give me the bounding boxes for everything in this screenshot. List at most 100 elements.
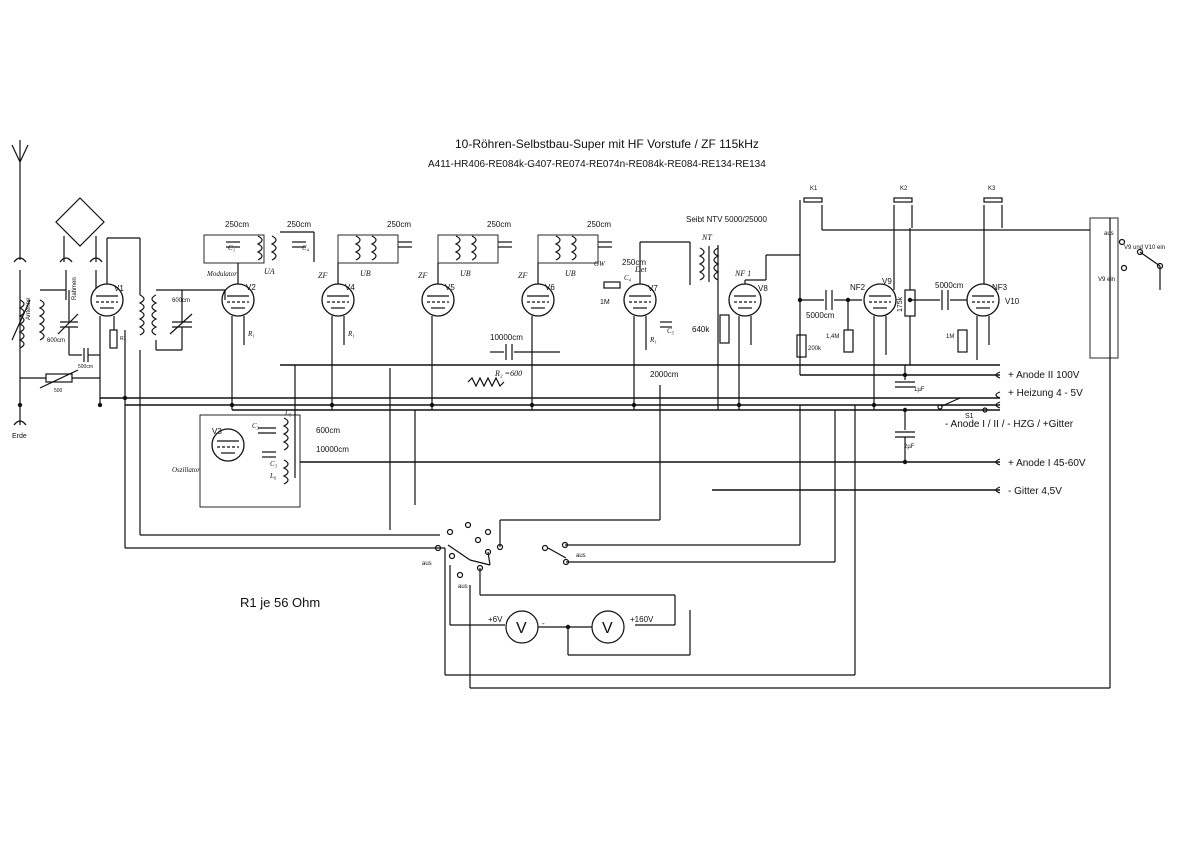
cap-label: 600cm	[316, 426, 340, 435]
frame-label: Rahmen	[72, 277, 78, 300]
cap-label: 1µF	[914, 387, 925, 393]
res-label: 200k	[808, 346, 822, 352]
tube-v2: V2	[221, 283, 256, 317]
svg-text:L₆: L₆	[269, 472, 277, 480]
tube-v6: V6	[521, 283, 555, 317]
svg-text:R1: R1	[120, 336, 127, 342]
svg-text:C₃: C₃	[270, 460, 278, 468]
stage-label: Oszillator	[172, 466, 200, 474]
res-label: 175k	[897, 296, 904, 312]
cap-label: 250cm	[622, 258, 646, 267]
tube-v1: V1	[90, 283, 124, 317]
cap-label: 250cm	[587, 220, 611, 229]
terminal-grid: - Gitter 4,5V	[1008, 486, 1062, 497]
cap-label: 600cm	[172, 298, 190, 304]
cap-label: 250cm	[287, 220, 311, 229]
cap-label: 5000cm	[806, 311, 835, 320]
res-label: 1M	[946, 334, 954, 340]
tube-v3: V3	[211, 427, 245, 462]
meter-symbol: V	[516, 620, 527, 637]
switch-label: aus	[458, 584, 468, 590]
schematic-title: 10-Röhren-Selbstbau-Super mit HF Vorstuf…	[455, 137, 759, 151]
tube-v4: V4	[321, 283, 355, 317]
cap-label: 2µF	[904, 444, 915, 450]
tube-label: V2	[246, 283, 256, 292]
earth-label: Erde	[12, 433, 27, 440]
switch-s1-label: S1	[965, 413, 974, 420]
tube-label: V4	[345, 283, 355, 292]
stage-label: Modulator	[206, 270, 237, 278]
res-label: 500	[54, 388, 63, 394]
switch-label: V9 und V10 ein	[1124, 245, 1165, 251]
meter-label: +160V	[630, 615, 654, 624]
terminal-label: K1	[810, 186, 818, 192]
terminal-label: K3	[988, 186, 996, 192]
grid-leak-label: GW	[594, 260, 606, 268]
cap-label: C₅	[667, 327, 675, 335]
tube-label: V3	[212, 427, 222, 436]
svg-text:C₄: C₄	[302, 244, 310, 252]
switch-label: aus	[422, 561, 432, 567]
terminal-minus: - Anode I / II / - HZG / +Gitter	[945, 419, 1074, 430]
terminal-anode2: + Anode II 100V	[1008, 370, 1080, 381]
tube-label: V8	[758, 284, 768, 293]
res-label: R₁	[649, 336, 657, 344]
transformer-id: NT	[701, 233, 712, 242]
svg-text:C₂: C₂	[252, 422, 260, 430]
tube-label: V5	[445, 283, 455, 292]
coil-label: UB	[360, 269, 371, 278]
tube-v7: V7	[623, 283, 658, 317]
res-label: 1,4M	[826, 334, 839, 340]
coil-label: UB	[565, 269, 576, 278]
stage-label: NF 1	[734, 269, 751, 278]
cap-label: C₄	[624, 274, 632, 282]
tube-lineup: A411-HR406-RE084k-G407-RE074-RE074n-RE08…	[428, 159, 766, 170]
svg-text:C₁: C₁	[228, 244, 235, 252]
stage-label: ZF	[518, 271, 527, 280]
tube-label: V9	[882, 277, 892, 286]
voltmeter-160v: V	[591, 610, 625, 644]
coil-label: UA	[264, 267, 275, 276]
resistor-note: R1 je 56 Ohm	[240, 595, 320, 610]
tube-v10: V10	[966, 283, 1020, 317]
cap-label: 500cm	[78, 364, 93, 370]
meter-label: -	[542, 619, 545, 628]
coil-label: UB	[460, 269, 471, 278]
cap-label: 2000cm	[650, 370, 679, 379]
tube-v5: V5	[421, 283, 455, 317]
cap-label: 5000cm	[935, 281, 964, 290]
tube-label: V7	[648, 284, 658, 293]
antenna-symbol	[11, 140, 29, 260]
tube-v9: V9	[863, 277, 897, 317]
stage-label: ZF	[318, 271, 327, 280]
res-label: R₂ =600	[494, 369, 522, 378]
tube-label: V6	[545, 283, 555, 292]
cap-label: 250cm	[487, 220, 511, 229]
cap-label: 600cm	[47, 338, 65, 344]
cap-label: 250cm	[387, 220, 411, 229]
tube-label: V10	[1005, 297, 1020, 306]
res-label: R₁	[247, 330, 255, 338]
meter-label: +6V	[488, 615, 503, 624]
stage-label: ZF	[418, 271, 427, 280]
switch-label: aus	[576, 553, 586, 559]
terminal-anode1: + Anode I 45-60V	[1008, 458, 1086, 469]
svg-text:L₅: L₅	[284, 409, 292, 417]
meter-symbol: V	[602, 620, 613, 637]
stage-label: NF3	[992, 283, 1008, 292]
stage-label: Det	[634, 265, 647, 274]
res-label: 1M	[600, 299, 610, 306]
frame-antenna-symbol	[55, 197, 105, 262]
stage-label: NF2	[850, 283, 866, 292]
transformer-label: Seibt NTV 5000/25000	[686, 215, 767, 224]
terminal-label: K2	[900, 186, 908, 192]
tube-v8: V8	[728, 283, 768, 317]
cap-label: 250cm	[225, 220, 249, 229]
terminal-heating: + Heizung 4 - 5V	[1008, 388, 1083, 399]
cap-label: 10000cm	[316, 445, 349, 454]
cap-label: 10000cm	[490, 333, 523, 342]
antenna-label: Antenne	[26, 297, 32, 320]
switch-label: V9 ein	[1098, 277, 1115, 283]
voltmeter-6v: V	[505, 610, 539, 644]
res-label: R₁	[347, 330, 355, 338]
